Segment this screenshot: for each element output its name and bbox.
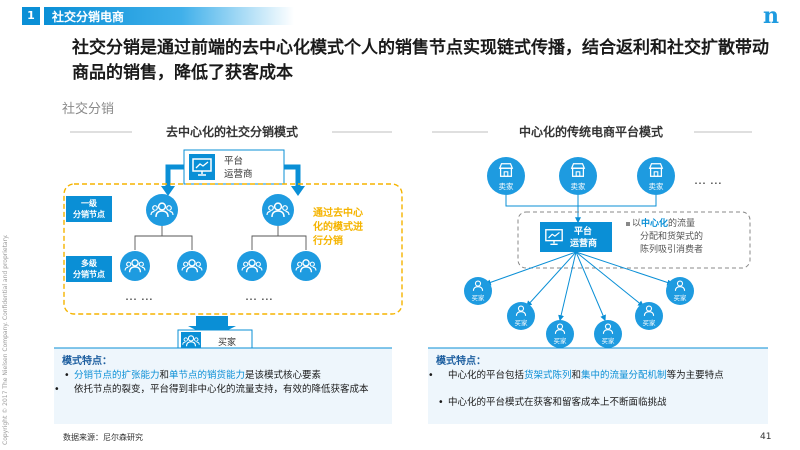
section-title: 社交分销电商 <box>52 10 125 24</box>
annotation-line-1: 以中心化的流量 <box>632 217 695 229</box>
right-features-panel <box>428 348 768 424</box>
buyer-node: 买家 <box>594 320 622 348</box>
level2-label-2: 分销节点 <box>73 269 105 279</box>
buyer-label: 买家 <box>674 293 688 302</box>
seller-label: 卖家 <box>499 181 514 191</box>
level1-label-1: 一级 <box>81 198 98 208</box>
page-number: 41 <box>760 432 772 442</box>
left-arrow <box>165 164 184 186</box>
buyer-node: 买家 <box>666 277 694 305</box>
annotation-line-2: 化的模式进 <box>313 220 363 233</box>
left-panel: 去中心化的社交分销模式 平台 运营商 一级 分销节点 多级 分销节点 <box>54 124 403 424</box>
buyer-label: 买家 <box>472 293 486 302</box>
left-panel-title: 去中心化的社交分销模式 <box>166 124 298 139</box>
annotation-line-3: 行分销 <box>312 234 343 247</box>
buyer-node: 买家 <box>635 302 663 330</box>
buyer-node: 买家 <box>507 302 535 330</box>
section-title-bar <box>44 7 294 25</box>
level1-label-box <box>66 196 112 222</box>
annotation-line-3: 陈列吸引消费者 <box>640 243 703 255</box>
platform-frame <box>517 211 751 269</box>
page-title: 社交分销是通过前端的去中心化模式个人的销售节点实现链式传播，结合返利和社交扩散带… <box>72 38 769 83</box>
left-feature-2: •依托节点的裂变，平台得到非中心化的流量支持，有效的降低获客成本 <box>54 384 369 395</box>
right-panel-title: 中心化的传统电商平台模式 <box>519 124 663 139</box>
seller-label: 卖家 <box>571 181 586 191</box>
annotation-line-2: 分配和货架式的 <box>640 230 703 242</box>
seller-node: 卖家 <box>487 157 525 195</box>
level2-label-box <box>66 256 112 282</box>
ellipsis: … … <box>245 289 273 303</box>
platform-box <box>540 222 612 252</box>
ellipsis: … … <box>694 173 722 187</box>
buyer-label: 买家 <box>218 336 236 348</box>
platform-label-1: 平台 <box>574 225 592 237</box>
right-feature-2: •中心化的平台模式在获客和留客成本上不断面临挑战 <box>438 397 667 408</box>
page-subtitle: 社交分销 <box>62 102 115 117</box>
right-panel: 中心化的传统电商平台模式 卖家 卖家 卖家 … … 平台 <box>428 124 768 424</box>
annotation-line-1: 通过去中心 <box>313 206 363 219</box>
nielsen-logo-icon: n <box>763 3 779 29</box>
buyer-label: 买家 <box>643 318 657 327</box>
level2-label-1: 多级 <box>81 258 98 268</box>
buyer-node: 买家 <box>464 277 492 305</box>
down-arrow <box>188 316 236 338</box>
platform-label-2: 运营商 <box>224 168 253 180</box>
level1-label-2: 分销节点 <box>73 209 105 219</box>
platform-label-2: 运营商 <box>570 237 597 249</box>
seller-node: 卖家 <box>637 157 675 195</box>
distribution-frame <box>63 183 403 315</box>
buyer-node: 买家 <box>546 320 574 348</box>
buyer-label: 买家 <box>515 318 529 327</box>
left-features-title: 模式特点： <box>62 356 112 367</box>
ellipsis: … … <box>125 289 153 303</box>
left-feature-1: •分销节点的扩张能力和单节点的销货能力是该模式核心要素 <box>64 370 322 381</box>
seller-label: 卖家 <box>649 181 664 191</box>
buyer-label: 买家 <box>602 336 616 345</box>
right-feature-1: •中心化的平台包括货架式陈列和集中的流量分配机制等为主要特点 <box>428 370 724 381</box>
seller-node: 卖家 <box>559 157 597 195</box>
data-source: 数据来源：尼尔森研究 <box>63 433 143 442</box>
left-features-panel <box>54 348 392 424</box>
right-arrow <box>284 164 301 186</box>
buyer-label: 买家 <box>554 336 568 345</box>
platform-label-1: 平台 <box>224 155 243 167</box>
section-number: 1 <box>22 7 40 25</box>
header-bar: 1 社交分销电商 n <box>0 0 800 30</box>
right-features-title: 模式特点： <box>436 356 486 367</box>
